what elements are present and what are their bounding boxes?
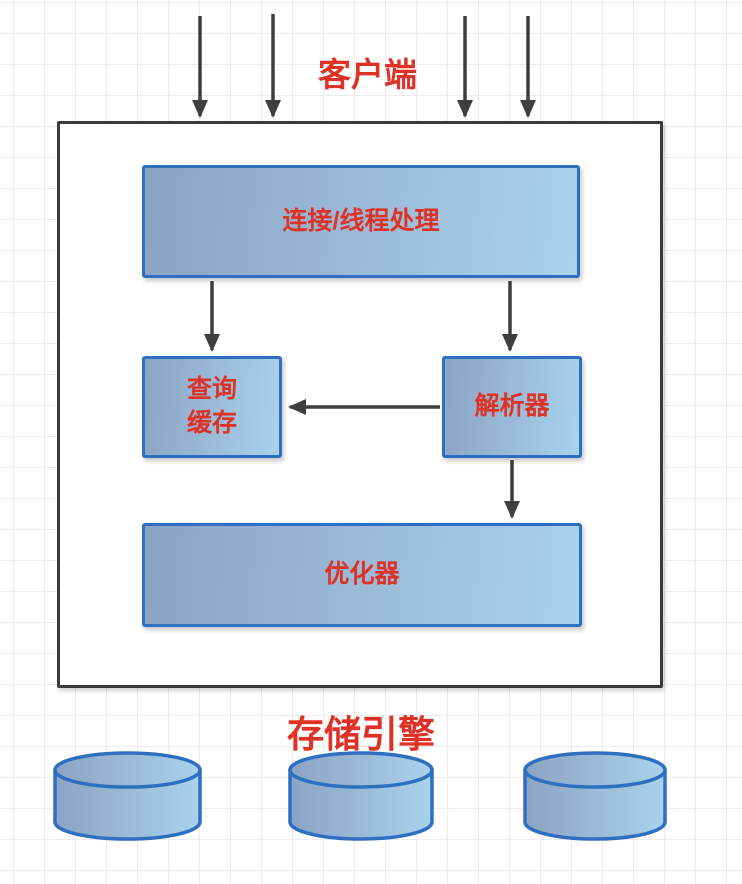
database-cylinder-icon <box>288 751 434 841</box>
node-optimizer: 优化器 <box>142 523 582 627</box>
node-connection-label: 连接/线程处理 <box>282 206 440 235</box>
node-optimizer-label: 优化器 <box>324 560 400 589</box>
node-query-cache: 查询 缓存 <box>142 356 282 458</box>
client-label: 客户端 <box>318 56 417 93</box>
node-query-cache-label: 查询 缓存 <box>186 375 237 437</box>
storage-engine-label: 存储引擎 <box>287 714 435 755</box>
node-parser: 解析器 <box>442 356 582 458</box>
node-connection-thread-handling: 连接/线程处理 <box>142 165 580 278</box>
database-cylinder-icon <box>53 751 202 841</box>
database-cylinder-icon <box>523 751 667 841</box>
node-parser-label: 解析器 <box>474 392 550 421</box>
